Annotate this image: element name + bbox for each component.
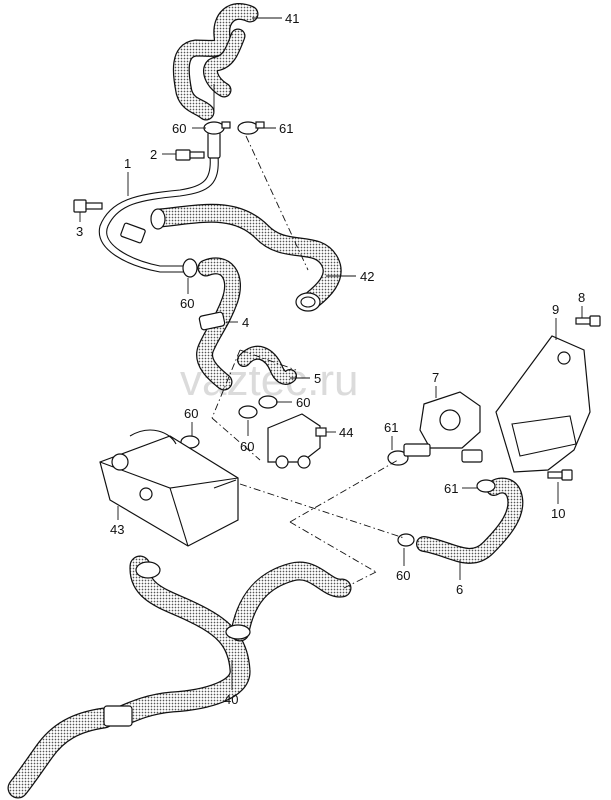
callout-1: 1 (124, 156, 131, 171)
callout-labels: 41 60 61 2 1 3 42 60 4 5 60 60 60 44 8 9… (76, 11, 585, 707)
callout-43: 43 (110, 522, 124, 537)
callout-3: 3 (76, 224, 83, 239)
callout-60: 60 (296, 395, 310, 410)
callout-61: 61 (444, 481, 458, 496)
callout-60: 60 (172, 121, 186, 136)
valve-44[interactable] (267, 413, 327, 469)
hose-40[interactable] (7, 555, 352, 799)
clamp-60-mid[interactable] (182, 258, 198, 278)
clamp-61-pump[interactable] (387, 450, 409, 466)
callout-60: 60 (180, 296, 194, 311)
oil-cooler-43[interactable] (99, 429, 239, 547)
callout-7: 7 (432, 370, 439, 385)
clamp-60-top[interactable] (203, 121, 231, 135)
callout-10: 10 (551, 506, 565, 521)
callout-2: 2 (150, 147, 157, 162)
callout-42: 42 (360, 269, 374, 284)
callout-41: 41 (285, 11, 299, 26)
hose-6[interactable] (416, 477, 524, 564)
coolant-pipe-1[interactable] (98, 155, 219, 273)
water-pump-7[interactable] (403, 391, 483, 463)
clamp-60-hose6[interactable] (397, 533, 415, 547)
bolt-2[interactable] (175, 149, 205, 161)
pipe-stub-60-upper[interactable] (207, 131, 221, 159)
clamp-60-pair[interactable] (238, 395, 278, 419)
bolt-3[interactable] (73, 199, 103, 213)
clamp-61-hose[interactable] (476, 479, 496, 493)
leader-lines (79, 17, 583, 690)
callout-44: 44 (339, 425, 353, 440)
callout-61: 61 (279, 121, 293, 136)
callout-60: 60 (240, 439, 254, 454)
callout-61: 61 (384, 420, 398, 435)
hose-42[interactable] (150, 203, 342, 312)
bolt-8[interactable] (575, 315, 601, 327)
callout-5: 5 (314, 371, 321, 386)
callout-60: 60 (184, 406, 198, 421)
hose-5[interactable] (237, 345, 297, 385)
callout-4: 4 (242, 315, 249, 330)
connection-lines (211, 135, 405, 589)
callout-6: 6 (456, 582, 463, 597)
bolt-10[interactable] (547, 469, 573, 481)
hose-4[interactable] (196, 257, 241, 391)
callout-8: 8 (578, 290, 585, 305)
callout-60: 60 (396, 568, 410, 583)
clamp-61-top[interactable] (237, 121, 265, 135)
callout-40: 40 (224, 692, 238, 707)
callout-9: 9 (552, 302, 559, 317)
bracket-9[interactable] (495, 335, 591, 473)
hose-41[interactable] (172, 3, 259, 121)
